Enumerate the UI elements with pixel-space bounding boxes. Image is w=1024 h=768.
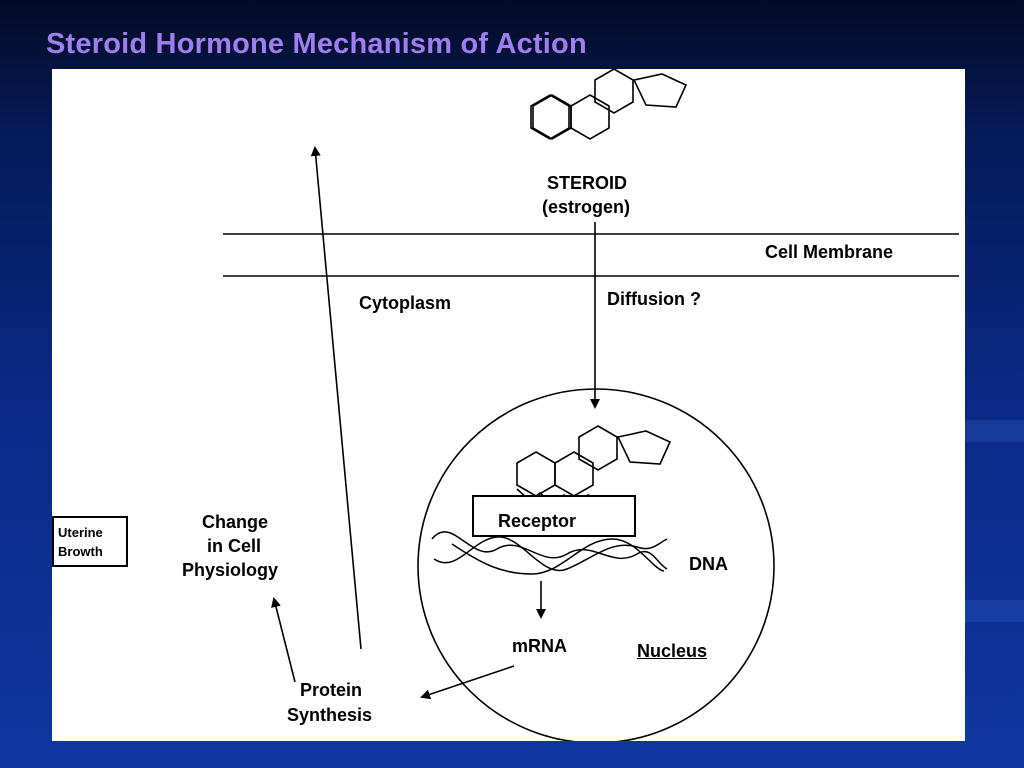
uterine-growth-box: Uterine Browth <box>52 516 128 567</box>
diffusion-label: Diffusion ? <box>607 289 701 309</box>
receptor-label: Receptor <box>498 511 577 531</box>
diagram-panel: STEROID (estrogen) Cell Membrane Cytopla… <box>52 69 965 741</box>
steroid-molecule-top <box>532 69 688 140</box>
steroid-molecule-top-left <box>530 94 570 140</box>
change-label-line3: Physiology <box>182 560 279 580</box>
steroid-label: STEROID <box>547 173 628 193</box>
cytoplasm-label: Cytoplasm <box>359 293 452 313</box>
slide-title: Steroid Hormone Mechanism of Action <box>46 28 587 60</box>
protein-label-line1: Protein <box>300 680 363 700</box>
protein-to-cell-exit-arrow <box>310 146 362 650</box>
receptor-box <box>472 495 636 537</box>
steroid-sublabel: (estrogen) <box>542 197 631 217</box>
cell-membrane-label: Cell Membrane <box>765 242 894 262</box>
protein-label-line2: Synthesis <box>287 705 373 725</box>
protein-to-change-arrow <box>271 597 296 683</box>
dna-label: DNA <box>689 554 728 574</box>
uterine-growth-label: Uterine Browth <box>58 525 103 559</box>
change-label-line2: in Cell <box>207 536 262 556</box>
mrna-to-protein-arrow <box>420 665 515 700</box>
dna-helix <box>431 531 668 575</box>
nucleus-label: Nucleus <box>637 641 708 661</box>
change-label-line1: Change <box>202 512 269 532</box>
diagram-drawing <box>223 69 959 741</box>
mrna-label: mRNA <box>512 636 568 656</box>
steroid-molecule-bound <box>516 425 672 504</box>
nucleus-circle <box>417 388 775 741</box>
